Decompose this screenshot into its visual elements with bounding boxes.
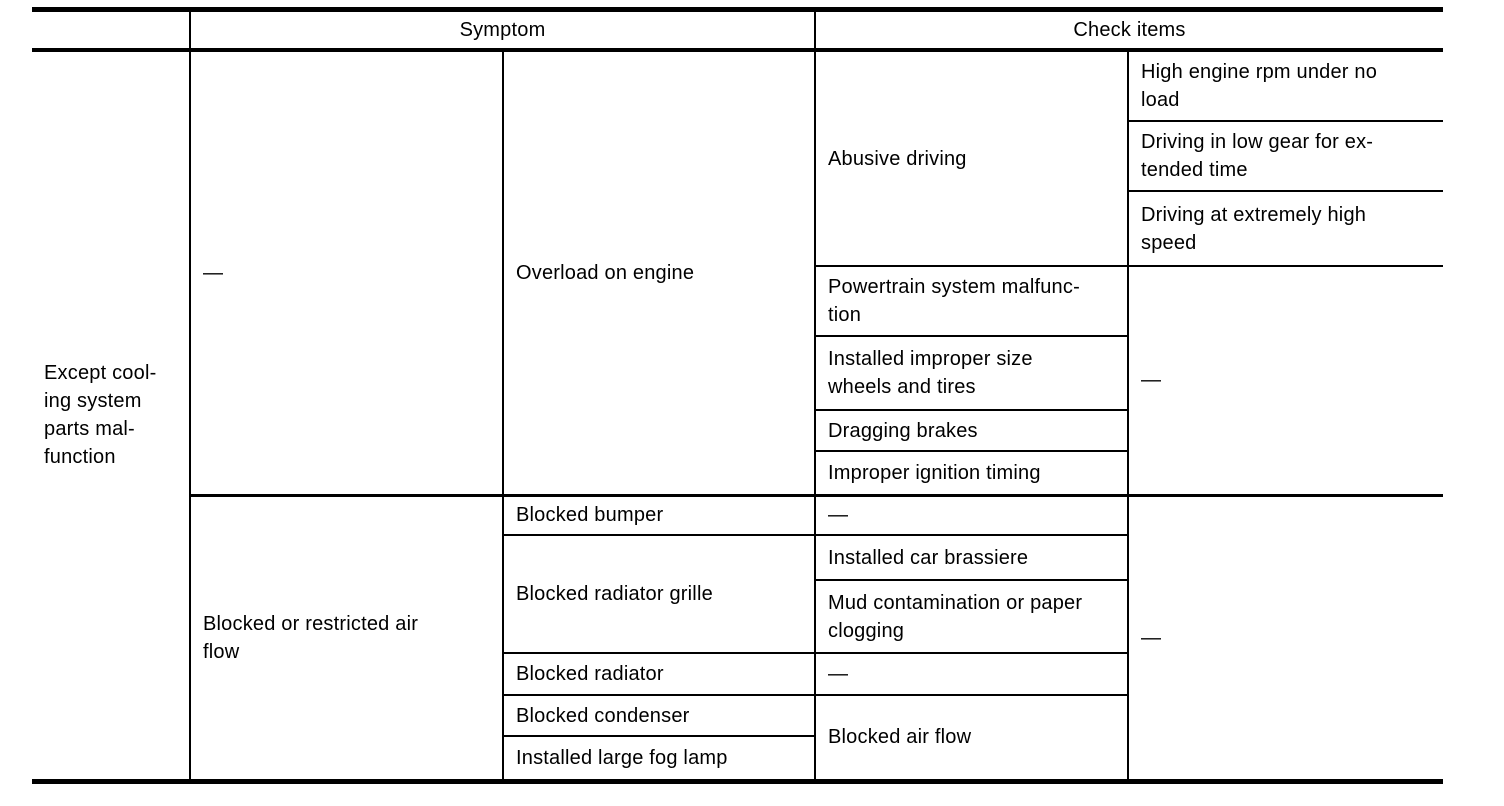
table-row: Dragging brakes: [32, 409, 1443, 452]
cell-overload-on-engine: Overload on engine: [502, 49, 816, 496]
table-row: Driving at extremely high speed: [32, 190, 1444, 267]
header-corner-cell: [32, 9, 191, 52]
table-row: Improper ignition timing: [32, 450, 1443, 496]
cell-blocked-bumper: Blocked bumper: [502, 493, 816, 536]
table-row: Powertrain system malfunc- tion —: [32, 265, 1444, 496]
cell-blocked-air-flow: Blocked air flow: [814, 694, 1129, 782]
table-row: Except cool- ing system parts mal- funct…: [32, 49, 1444, 782]
table-row: Installed large fog lamp: [32, 735, 1443, 782]
cell-dragging-brakes: Dragging brakes: [814, 409, 1129, 452]
cell-blocked-radiator: Blocked radiator: [502, 652, 816, 696]
cell-abusive-driving: Abusive driving: [814, 49, 1129, 267]
table-row: Blocked radiator grille Installed car br…: [32, 534, 1443, 654]
table-row: Driving in low gear for ex- tended time: [32, 120, 1444, 192]
header-check-items: Check items: [813, 9, 1444, 52]
cell-check-dash-bottom: —: [1126, 493, 1444, 782]
table-row: Mud contamination or paper clogging: [32, 579, 1443, 654]
cell-symptom-dash: —: [189, 49, 504, 496]
cell-high-engine-rpm: High engine rpm under no load: [1126, 49, 1444, 122]
cell-radiator-check-dash: —: [814, 652, 1129, 696]
table-row: Blocked or restricted air flow Blocked b…: [32, 493, 1444, 782]
table-row: Installed improper size wheels and tires: [32, 335, 1443, 411]
cell-driving-high-speed: Driving at extremely high speed: [1126, 190, 1444, 267]
table-header-row: Symptom Check items: [32, 9, 1444, 52]
cell-improper-ignition-timing: Improper ignition timing: [814, 450, 1129, 496]
cell-bumper-check-dash: —: [814, 493, 1129, 536]
cell-installed-car-brassiere: Installed car brassiere: [814, 534, 1129, 581]
symptom-check-items-table: Symptom Check items Except cool- ing sys…: [32, 7, 1444, 784]
cell-driving-low-gear: Driving in low gear for ex- tended time: [1126, 120, 1444, 192]
cell-blocked-condenser: Blocked condenser: [502, 694, 816, 737]
cell-mud-contamination: Mud contamination or paper clogging: [814, 579, 1129, 654]
cell-powertrain-malfunction: Powertrain system malfunc- tion: [814, 265, 1129, 337]
table-row: Blocked condenser Blocked air flow: [32, 694, 1443, 782]
cell-except-cooling-system: Except cool- ing system parts mal- funct…: [32, 49, 191, 782]
cell-blocked-radiator-grille: Blocked radiator grille: [502, 534, 816, 654]
cell-check-dash-top: —: [1126, 265, 1444, 496]
cell-blocked-restricted-air-flow: Blocked or restricted air flow: [189, 493, 504, 782]
cell-improper-wheels-tires: Installed improper size wheels and tires: [814, 335, 1129, 411]
header-symptom: Symptom: [189, 9, 816, 52]
cell-installed-large-fog-lamp: Installed large fog lamp: [502, 735, 816, 782]
table-row: Blocked radiator —: [32, 652, 1443, 696]
